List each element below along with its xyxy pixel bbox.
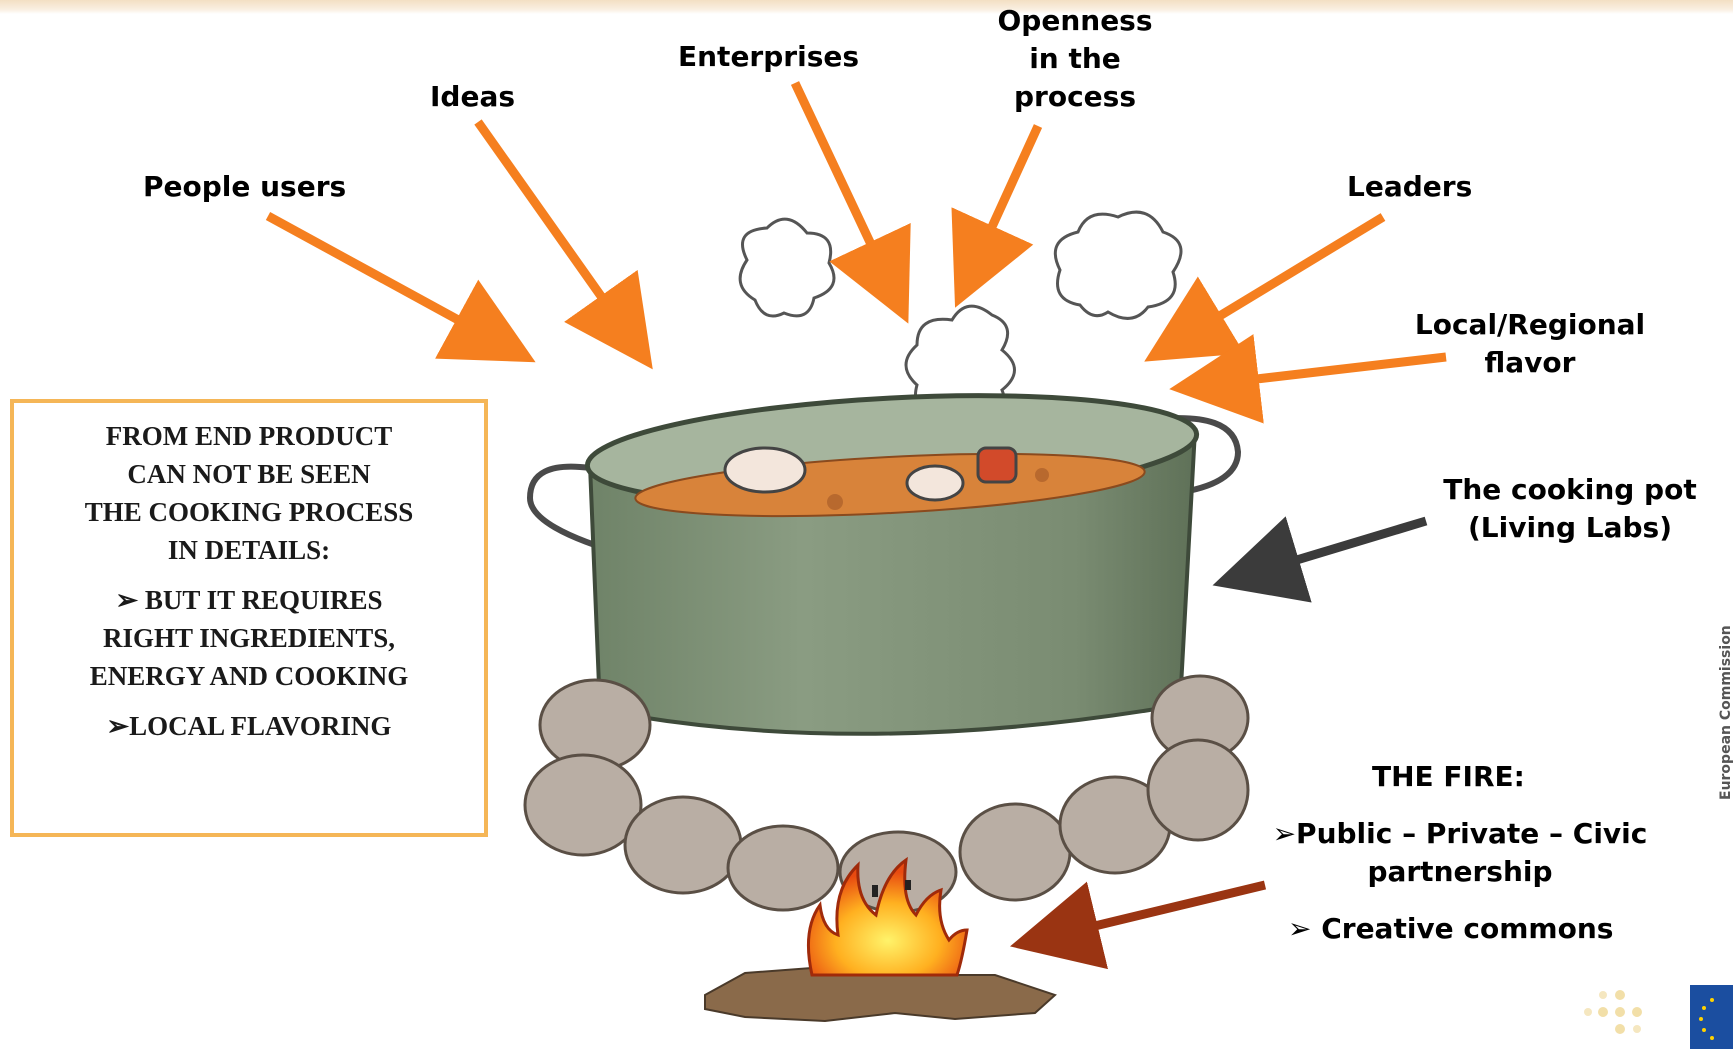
ingredient-5: [1035, 468, 1049, 482]
label-pot-line1: The cooking pot: [1443, 473, 1697, 506]
label-fire-partnership: ➢Public – Private – Civic partnership: [1250, 815, 1670, 891]
label-local-flavor: Local/Regional flavor: [1390, 306, 1670, 382]
box-bullet-1-line-2: RIGHT INGREDIENTS,: [102, 623, 396, 653]
ingredient-1: [723, 446, 807, 494]
box-line-1: FROM END PRODUCT: [105, 421, 393, 451]
partner-logo: [1584, 990, 1642, 1034]
arrow-cooking-pot: [1212, 516, 1428, 603]
box-line-3: THE COOKING PROCESS: [84, 497, 414, 527]
arrow-openness: [951, 124, 1043, 308]
box-bullet-1-line-3: ENERGY AND COOKING: [89, 661, 409, 691]
label-fire-line2: partnership: [1367, 855, 1553, 888]
ingredient-4: [827, 494, 843, 510]
ingredient-2: [905, 464, 965, 502]
label-cooking-pot: The cooking pot (Living Labs): [1420, 471, 1720, 547]
label-openness-line2: in the: [1029, 42, 1121, 75]
label-openness: Openness in the process: [980, 2, 1170, 116]
european-commission-text: European Commission: [1718, 625, 1733, 800]
box-bullet-2-line: ➢LOCAL FLAVORING: [106, 711, 392, 741]
top-banner: [0, 0, 1733, 14]
label-openness-line3: process: [1013, 80, 1136, 113]
label-fire-line1: ➢Public – Private – Civic: [1272, 817, 1648, 850]
label-leaders: Leaders: [1347, 170, 1473, 203]
label-fire-title: THE FIRE:: [1372, 760, 1525, 793]
ingredient-3: [976, 446, 1018, 484]
box-bullet-1: ➢ BUT IT REQUIRES RIGHT INGREDIENTS, ENE…: [14, 581, 484, 695]
arrow-local-flavor: [1169, 334, 1447, 424]
arrows: [265, 81, 1447, 970]
label-fire-creative-commons: ➢ Creative commons: [1288, 912, 1614, 945]
label-local-line2: flavor: [1484, 346, 1576, 379]
arrow-fire: [1010, 880, 1267, 970]
arrow-people-users: [265, 212, 536, 363]
box-bullet-1-line-1: ➢ BUT IT REQUIRES: [115, 585, 383, 615]
box-line-2: CAN NOT BE SEEN: [127, 459, 371, 489]
arrow-enterprises: [790, 81, 911, 324]
box-bullet-2: ➢LOCAL FLAVORING: [14, 707, 484, 745]
label-people-users: People users: [143, 170, 347, 203]
label-openness-line1: Openness: [997, 4, 1153, 37]
campfire: [704, 856, 1057, 1023]
soup-ingredients: [723, 446, 1049, 510]
stones: [523, 674, 1250, 914]
label-local-line1: Local/Regional: [1414, 308, 1646, 341]
label-pot-line2: (Living Labs): [1467, 511, 1673, 544]
explanation-box: FROM END PRODUCT CAN NOT BE SEEN THE COO…: [10, 399, 488, 837]
label-ideas: Ideas: [430, 80, 516, 113]
steam-cloud-right: [1054, 210, 1183, 320]
label-enterprises: Enterprises: [678, 40, 860, 73]
box-line-4: IN DETAILS:: [167, 535, 331, 565]
box-intro: FROM END PRODUCT CAN NOT BE SEEN THE COO…: [14, 417, 484, 569]
arrow-leaders: [1144, 213, 1386, 362]
steam-cloud-left: [738, 217, 836, 318]
fire-flames: [806, 856, 969, 977]
arrow-ideas: [474, 119, 653, 370]
eu-flag-logo: [1690, 985, 1733, 1049]
